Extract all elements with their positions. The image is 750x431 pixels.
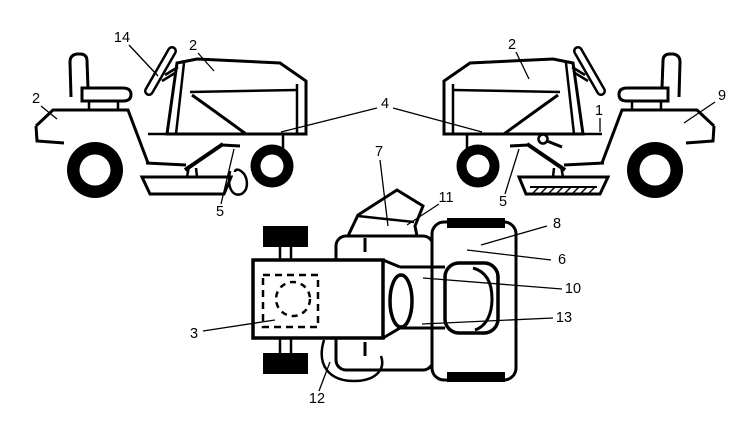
- leader-2-hood-left: [197, 52, 215, 72]
- leader-2-hood-right: [515, 51, 530, 80]
- callout-label-1: 1: [595, 103, 603, 119]
- deck-to-console-bevels: [382, 258, 401, 340]
- callout-label-14: 14: [114, 30, 130, 46]
- leader-4-to-left: [280, 107, 378, 133]
- console-sides: [400, 265, 445, 330]
- callout-label-7: 7: [375, 144, 383, 160]
- callout-label-5-left: 5: [216, 204, 224, 220]
- dash-cowl: [345, 188, 425, 238]
- leader-5-right: [504, 148, 520, 195]
- deck-lift-lever-knob: [537, 133, 549, 145]
- callout-label-2-hood-left: 2: [189, 38, 197, 54]
- dash-cowl-seam: [357, 214, 415, 224]
- engine-outline-dashed: [261, 273, 320, 329]
- callout-label-8: 8: [553, 216, 561, 232]
- mower-deck-top: [251, 258, 385, 340]
- callout-label-2-fender-left: 2: [32, 91, 40, 107]
- front-wheel-left: [263, 226, 308, 247]
- leader-8: [480, 225, 548, 246]
- left-side-view: [36, 51, 306, 198]
- deck-hanging-loop: [227, 168, 249, 196]
- top-view: [251, 188, 518, 383]
- leader-5-left: [220, 148, 235, 205]
- leader-12: [318, 361, 331, 392]
- leader-lines: [40, 44, 716, 392]
- callout-labels: 14 2 2 5 4 2 1 9 5 7 11 8 6 10 13 3 12: [32, 30, 726, 407]
- rear-wheel-top: [447, 218, 505, 228]
- callout-label-12: 12: [309, 391, 325, 407]
- front-wheel-right: [263, 353, 308, 374]
- right-side-view-extras: [530, 133, 597, 194]
- callout-label-11: 11: [438, 190, 453, 206]
- seat-cushion-curve: [472, 266, 494, 332]
- callout-label-5-right: 5: [499, 194, 507, 210]
- callout-label-2-hood-right: 2: [508, 37, 516, 53]
- leader-11: [406, 203, 440, 226]
- deck-tray-hatching: [532, 186, 596, 194]
- leader-14: [128, 44, 159, 77]
- belt-loop: [320, 339, 384, 383]
- callout-label-3: 3: [190, 326, 198, 342]
- deck-lift-lever-handle: [546, 139, 563, 149]
- pulley-outline-dashed: [274, 280, 312, 318]
- callout-label-9: 9: [718, 88, 726, 104]
- leader-2-fender-left: [40, 105, 58, 120]
- leader-3: [202, 319, 276, 332]
- left-side-view-extras: [227, 168, 249, 196]
- callout-label-10: 10: [565, 281, 581, 297]
- leader-9: [683, 101, 716, 124]
- leader-6: [466, 249, 552, 261]
- leader-10: [422, 277, 563, 290]
- rear-wheel-bottom: [447, 372, 505, 382]
- steering-wheel-top: [388, 273, 414, 329]
- leader-4-to-right: [392, 107, 483, 133]
- leader-13: [421, 317, 554, 325]
- right-side-view: [444, 51, 714, 198]
- callout-label-13: 13: [556, 310, 572, 326]
- front-axles: [278, 246, 293, 353]
- leader-7: [379, 159, 389, 227]
- callout-label-6: 6: [558, 252, 566, 268]
- callout-label-4: 4: [381, 96, 389, 112]
